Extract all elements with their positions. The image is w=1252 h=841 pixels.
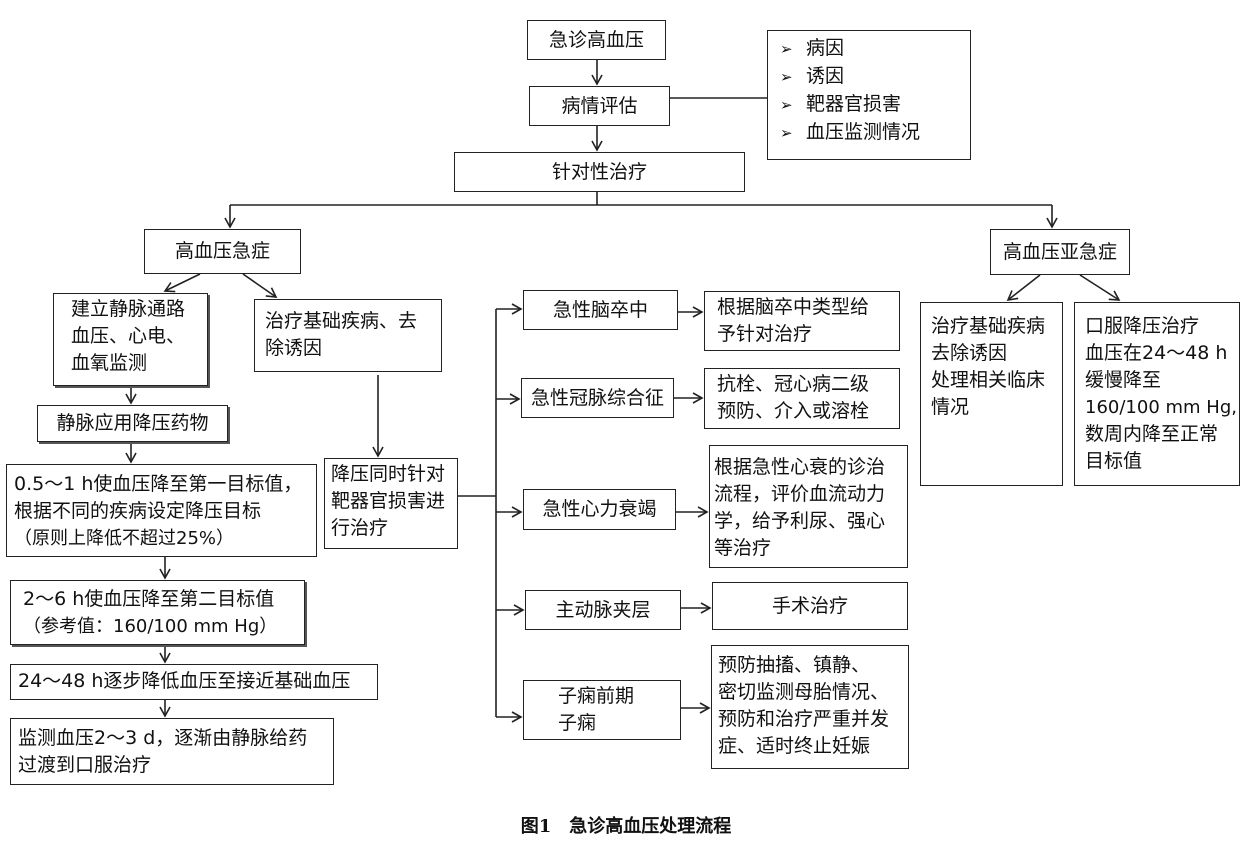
figure-caption: 图1 急诊高血压处理流程 bbox=[520, 816, 732, 837]
urgency-oral-treatment-box: 口服降压治疗 血压在24～48 h 缓慢降至 160/100 mm Hg, 数周… bbox=[1074, 302, 1240, 486]
bullet-arrow-icon: ➢ bbox=[780, 96, 793, 114]
urgency-left-line: 处理相关临床 bbox=[931, 369, 1046, 391]
urgency-right-line: 血压在24～48 h bbox=[1085, 342, 1228, 364]
urgency-left-line: 治疗基础疾病 bbox=[931, 315, 1046, 337]
bullet-arrow-icon: ➢ bbox=[780, 124, 793, 142]
organ-damage-line: 靶器官损害进 bbox=[331, 490, 446, 512]
urgency-right-line: 口服降压治疗 bbox=[1085, 315, 1200, 337]
treatment-line: 密切监测母胎情况、 bbox=[718, 681, 890, 703]
condition-preeclampsia-box: 子痫前期 子痫 bbox=[523, 680, 681, 740]
condition-heart-failure-box: 急性心力衰竭 bbox=[523, 489, 676, 530]
bullet-arrow-icon: ➢ bbox=[780, 68, 793, 86]
iv-monitor-line: 建立静脉通路 bbox=[71, 298, 186, 320]
treatment-acs-box: 抗栓、冠心病二级 预防、介入或溶栓 bbox=[704, 368, 900, 429]
urgency-base-treatment-box: 治疗基础疾病 去除诱因 处理相关临床 情况 bbox=[920, 302, 1063, 486]
step4-box: 监测血压2～3 d，逐渐由静脉给药 过渡到口服治疗 bbox=[10, 718, 334, 785]
treatment-line: 学，给予利尿、强心 bbox=[714, 510, 886, 532]
treat-base-line: 治疗基础疾病、去 bbox=[265, 310, 418, 332]
arrow-emergency-to-base bbox=[242, 273, 278, 298]
urgency-left-line: 去除诱因 bbox=[931, 342, 1008, 364]
arrow-emergency-to-iv bbox=[163, 273, 201, 293]
condition-line: 子痫前期 bbox=[558, 685, 635, 707]
treatment-preeclampsia-box: 预防抽搐、镇静、 密切监测母胎情况、 预防和治疗严重并发 症、适时终止妊娠 bbox=[711, 645, 909, 769]
assess-factor-item: ➢诱因 bbox=[780, 63, 970, 91]
treat-base-line: 除诱因 bbox=[265, 337, 323, 359]
treatment-line: 根据急性心衰的诊治 bbox=[714, 456, 886, 478]
assess-factors-list: ➢病因 ➢诱因 ➢靶器官损害 ➢血压监测情况 bbox=[768, 31, 970, 147]
treatment-stroke-box: 根据脑卒中类型给 予针对治疗 bbox=[704, 291, 900, 351]
urgency-right-line: 目标值 bbox=[1085, 450, 1143, 472]
treatment-line: 抗栓、冠心病二级 bbox=[717, 373, 870, 395]
organ-damage-box: 降压同时针对 靶器官损害进 行治疗 bbox=[324, 458, 458, 549]
condition-line: 子痫 bbox=[558, 712, 597, 734]
step2-line: 2～6 h使血压降至第二目标值 bbox=[23, 588, 275, 610]
start-box: 急诊高血压 bbox=[527, 20, 666, 60]
organ-damage-line: 降压同时针对 bbox=[331, 463, 446, 485]
bullet-arrow-icon: ➢ bbox=[780, 40, 793, 58]
treatment-aortic-dissection-box: 手术治疗 bbox=[712, 582, 908, 630]
urgency-box: 高血压亚急症 bbox=[990, 229, 1130, 275]
step1-line: 根据不同的疾病设定降压目标 bbox=[14, 500, 262, 522]
assess-factor-item: ➢靶器官损害 bbox=[780, 91, 970, 119]
treatment-line: 症、适时终止妊娠 bbox=[718, 735, 871, 757]
step2-line: （参考值：160/100 mm Hg） bbox=[23, 616, 278, 637]
treatment-line: 流程，评价血流动力 bbox=[714, 483, 886, 505]
urgency-right-line: 160/100 mm Hg, bbox=[1085, 397, 1237, 418]
assess-factors-box: ➢病因 ➢诱因 ➢靶器官损害 ➢血压监测情况 bbox=[767, 30, 971, 160]
treatment-line: 等治疗 bbox=[714, 537, 772, 559]
assess-box: 病情评估 bbox=[529, 86, 670, 126]
step1-line: （原则上降低不超过25%） bbox=[14, 528, 235, 549]
assess-factor-item: ➢病因 bbox=[780, 35, 970, 63]
step2-box: 2～6 h使血压降至第二目标值 （参考值：160/100 mm Hg） bbox=[10, 580, 305, 645]
treat-base-disease-box: 治疗基础疾病、去 除诱因 bbox=[254, 299, 442, 372]
iv-drugs-box: 静脉应用降压药物 bbox=[37, 405, 228, 442]
treatment-line: 预防和治疗严重并发 bbox=[718, 708, 890, 730]
condition-aortic-dissection-box: 主动脉夹层 bbox=[525, 590, 681, 630]
treatment-line: 预防抽搐、镇静、 bbox=[718, 654, 871, 676]
step3-box: 24～48 h逐步降低血压至接近基础血压 bbox=[10, 664, 378, 700]
urgency-left-line: 情况 bbox=[931, 396, 970, 418]
treatment-line: 予针对治疗 bbox=[717, 323, 813, 345]
iv-monitor-box: 建立静脉通路 血压、心电、 血氧监测 bbox=[53, 293, 208, 386]
treatment-line: 根据脑卒中类型给 bbox=[717, 296, 870, 318]
condition-acs-box: 急性冠脉综合征 bbox=[521, 378, 674, 418]
step4-line: 监测血压2～3 d，逐渐由静脉给药 bbox=[18, 727, 308, 749]
iv-monitor-line: 血压、心电、 bbox=[71, 325, 186, 347]
arrow-urgency-to-right bbox=[1079, 274, 1121, 301]
targeted-treatment-box: 针对性治疗 bbox=[454, 152, 745, 192]
assess-factor-item: ➢血压监测情况 bbox=[780, 119, 970, 147]
step4-line: 过渡到口服治疗 bbox=[18, 754, 152, 776]
step1-box: 0.5～1 h使血压降至第一目标值， 根据不同的疾病设定降压目标 （原则上降低不… bbox=[6, 464, 317, 557]
condition-stroke-box: 急性脑卒中 bbox=[523, 290, 678, 330]
organ-damage-line: 行治疗 bbox=[331, 517, 389, 539]
treatment-line: 预防、介入或溶栓 bbox=[717, 400, 870, 422]
step1-line: 0.5～1 h使血压降至第一目标值， bbox=[14, 473, 303, 495]
emergency-box: 高血压急症 bbox=[144, 229, 301, 274]
iv-monitor-line: 血氧监测 bbox=[71, 352, 148, 374]
treatment-heart-failure-box: 根据急性心衰的诊治 流程，评价血流动力 学，给予利尿、强心 等治疗 bbox=[709, 445, 908, 568]
urgency-right-line: 缓慢降至 bbox=[1085, 369, 1162, 391]
urgency-right-line: 数周内降至正常 bbox=[1085, 423, 1219, 445]
arrow-urgency-to-left bbox=[1006, 274, 1041, 302]
